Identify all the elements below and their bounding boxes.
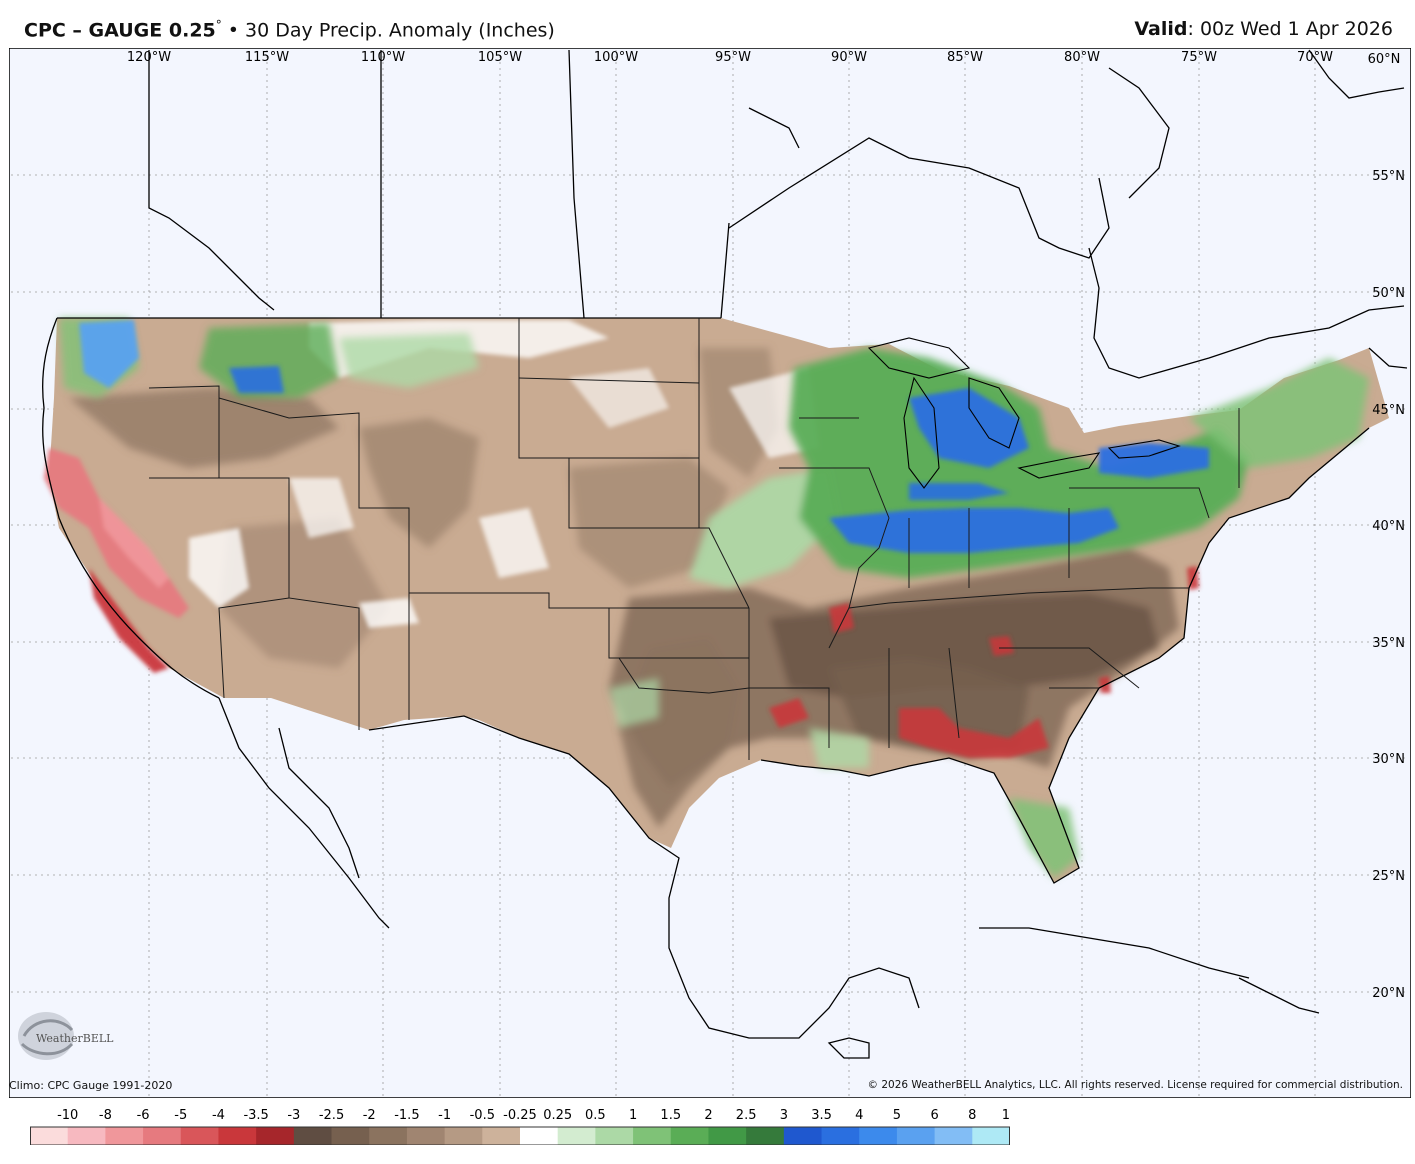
lat-label: 40°N xyxy=(1372,519,1405,534)
legend-tick: -0.25 xyxy=(503,1108,537,1123)
great-lakes xyxy=(867,337,1181,489)
logo-text: WeatherBELL xyxy=(36,1032,114,1045)
legend-swatch xyxy=(859,1127,898,1145)
legend-tick: -3 xyxy=(287,1108,300,1123)
legend-swatch xyxy=(67,1127,106,1145)
legend-swatch xyxy=(670,1127,709,1145)
legend-tick: 3.5 xyxy=(811,1108,832,1123)
state-lines xyxy=(148,318,1240,760)
map-title: CPC – GAUGE 0.25° • 30 Day Precip. Anoma… xyxy=(24,18,555,41)
lat-label: 20°N xyxy=(1372,986,1405,1001)
legend-swatch xyxy=(557,1127,596,1145)
legend-tick: -2.5 xyxy=(319,1108,344,1123)
lon-label: 90°W xyxy=(831,50,867,65)
legend-tick: 4 xyxy=(855,1108,863,1123)
legend-tick: -0.5 xyxy=(470,1108,495,1123)
lon-label: 120°W xyxy=(127,50,171,65)
climatology-note: Climo: CPC Gauge 1991-2020 xyxy=(9,1079,173,1092)
legend-tick: -5 xyxy=(174,1108,187,1123)
lat-label: 50°N xyxy=(1372,286,1405,301)
legend-swatch xyxy=(218,1127,257,1145)
title-product: CPC – GAUGE 0.25 xyxy=(24,19,216,42)
legend-swatch xyxy=(406,1127,446,1145)
lon-label: 115°W xyxy=(245,50,289,65)
lat-label: 30°N xyxy=(1372,752,1405,767)
legend-tick: 3 xyxy=(780,1108,788,1123)
legend-swatch xyxy=(444,1127,483,1145)
legend-swatch xyxy=(821,1127,860,1145)
legend-tick-labels: -10 -8 -6 -5 -4 -3.5 -3 -2.5 -2 -1.5 -1 -0.5 -0.25 0.… xyxy=(57,1108,1010,1123)
title-description: • 30 Day Precip. Anomaly (Inches) xyxy=(221,19,555,42)
legend-swatch xyxy=(105,1127,144,1145)
legend-tick: 6 xyxy=(930,1108,938,1123)
legend-tick: -1.5 xyxy=(394,1108,419,1123)
legend-tick: 10 xyxy=(1002,1108,1010,1123)
heavy-wet-areas xyxy=(79,320,1209,553)
valid-label: Valid xyxy=(1134,18,1188,40)
legend-swatch xyxy=(180,1127,219,1145)
lon-label: 105°W xyxy=(478,50,522,65)
legend-tick: 1.5 xyxy=(660,1108,681,1123)
legend-swatch xyxy=(896,1127,936,1145)
latitude-labels: 55°N 50°N 45°N 40°N 35°N 30°N 25°N 20°N xyxy=(1372,169,1405,1001)
legend-tick: 2.5 xyxy=(736,1108,757,1123)
legend-border xyxy=(30,1126,1010,1145)
title-degree: ° xyxy=(215,18,222,32)
legend-swatch xyxy=(143,1127,182,1145)
lon-label: 100°W xyxy=(594,50,638,65)
lat-label: 35°N xyxy=(1372,636,1405,651)
legend-tick: 0.5 xyxy=(585,1108,606,1123)
graticule xyxy=(11,50,1409,1096)
lat-label: 55°N xyxy=(1372,169,1405,184)
lon-label: 70°W xyxy=(1297,50,1333,65)
legend-swatch xyxy=(520,1127,559,1145)
copyright-notice: © 2026 WeatherBELL Analytics, LLC. All r… xyxy=(867,1079,1403,1091)
legend-swatch xyxy=(293,1127,333,1145)
legend-swatch xyxy=(482,1127,521,1145)
legend-swatch xyxy=(972,1127,1010,1145)
boundaries xyxy=(42,49,1408,1059)
legend-swatch xyxy=(934,1127,973,1145)
legend-tick: -6 xyxy=(137,1108,150,1123)
legend-swatch xyxy=(30,1127,69,1145)
lat-label: 25°N xyxy=(1372,869,1405,884)
severe-dry-areas xyxy=(44,448,1199,758)
legend-swatches xyxy=(30,1126,1010,1145)
legend-swatch xyxy=(595,1127,634,1145)
legend-swatch xyxy=(633,1127,672,1145)
legend-tick: -10 xyxy=(57,1108,78,1123)
legend-tick: 1 xyxy=(629,1108,637,1123)
legend-swatch xyxy=(783,1127,823,1145)
legend-tick: 0.25 xyxy=(543,1108,572,1123)
lon-label: 80°W xyxy=(1064,50,1100,65)
lon-label: 110°W xyxy=(361,50,405,65)
precip-anomaly-map: 120°W 115°W 110°W 105°W 100°W 95°W 90°W … xyxy=(9,48,1411,1098)
legend-swatch xyxy=(746,1127,785,1145)
lon-label: 95°W xyxy=(715,50,751,65)
legend-tick: 8 xyxy=(968,1108,976,1123)
legend-tick: -1 xyxy=(438,1108,451,1123)
legend-tick: -4 xyxy=(212,1108,225,1123)
legend-tick: 5 xyxy=(893,1108,901,1123)
legend-swatch xyxy=(331,1127,370,1145)
legend-tick: 2 xyxy=(704,1108,712,1123)
valid-value: : 00z Wed 1 Apr 2026 xyxy=(1187,18,1393,40)
legend-swatch xyxy=(708,1127,747,1145)
legend-swatch xyxy=(369,1127,408,1145)
lon-label: 85°W xyxy=(947,50,983,65)
valid-time: Valid: 00z Wed 1 Apr 2026 xyxy=(1134,18,1393,40)
legend-tick: -8 xyxy=(99,1108,112,1123)
legend-tick: -2 xyxy=(363,1108,376,1123)
legend-swatch xyxy=(256,1127,295,1145)
color-legend: -10 -8 -6 -5 -4 -3.5 -3 -2.5 -2 -1.5 -1 -0.5 -0.25 0.… xyxy=(30,1108,1010,1145)
lon-label: 75°W xyxy=(1181,50,1217,65)
lat-label: 45°N xyxy=(1372,403,1405,418)
legend-tick: -3.5 xyxy=(243,1108,268,1123)
longitude-labels: 120°W 115°W 110°W 105°W 100°W 95°W 90°W … xyxy=(127,50,1400,67)
lat-label-corner: 60°N xyxy=(1368,52,1401,67)
weatherbell-logo-icon: WeatherBELL xyxy=(18,1012,114,1060)
